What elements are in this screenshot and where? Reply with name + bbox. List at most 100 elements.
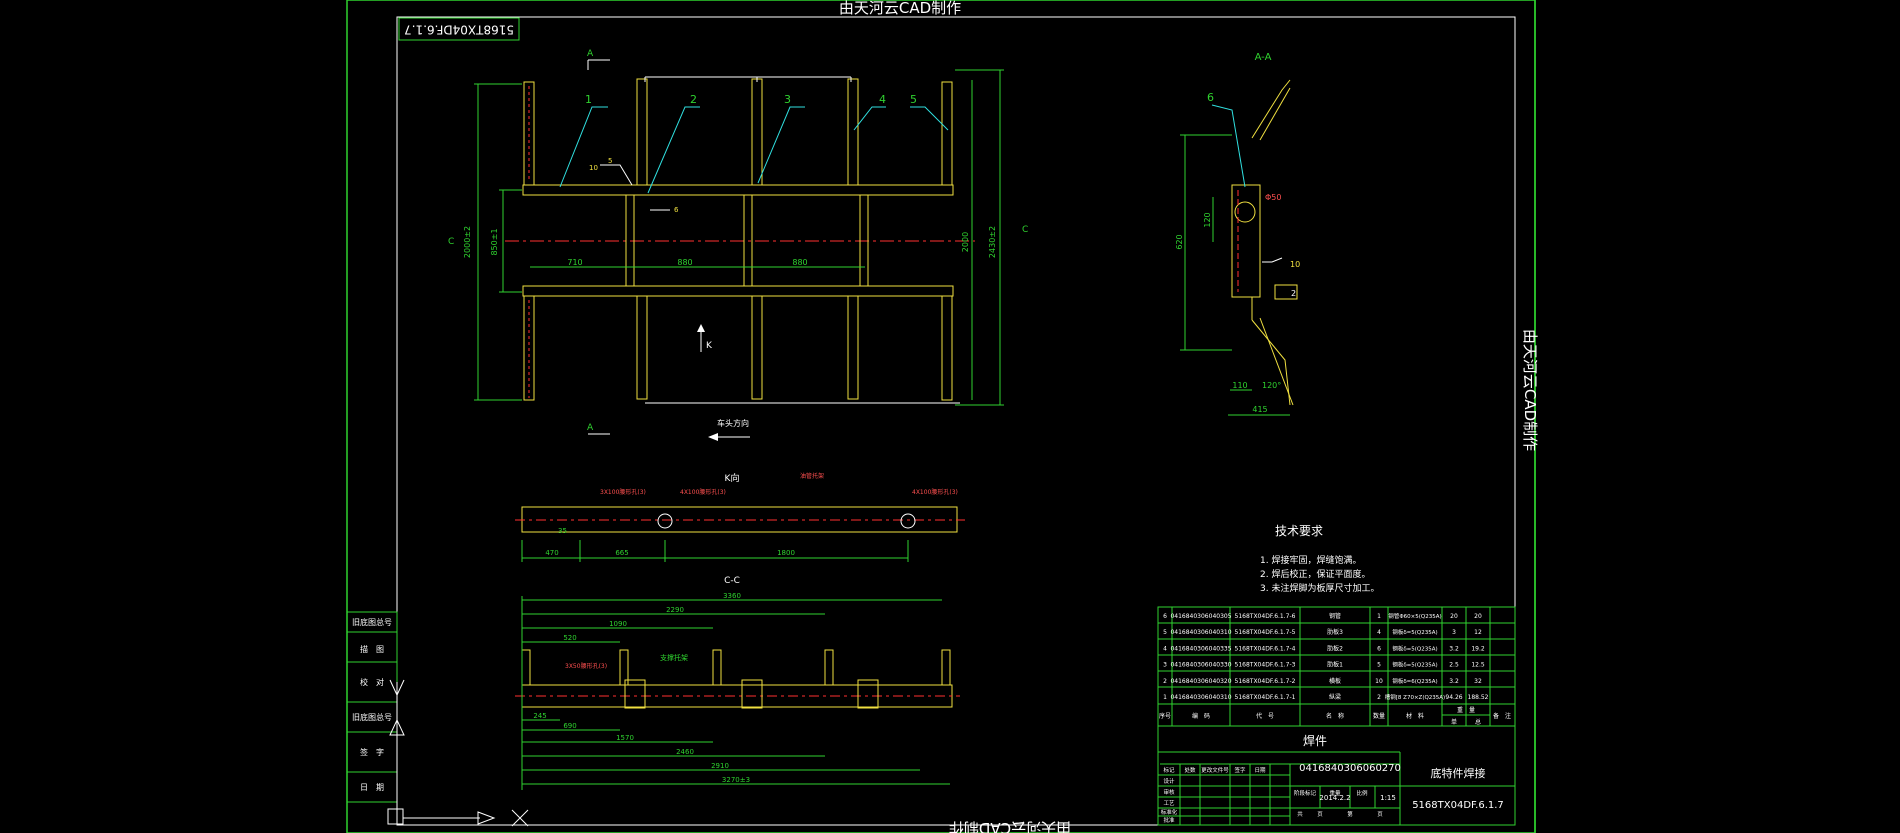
- bom-cell: 3: [1452, 629, 1456, 636]
- aa-dim-angle: 120°: [1262, 381, 1281, 390]
- bom-cell: 0416840306040335: [1170, 645, 1231, 652]
- aa-weld-10: 10: [1290, 260, 1300, 269]
- tech-requirements: 技术要求 1. 焊接牢固，焊缝饱满。 2. 焊后校正，保证平面度。 3. 未注焊…: [1260, 524, 1379, 594]
- callout-5: 5: [910, 93, 917, 106]
- k-note-4: 油管托架: [800, 472, 824, 480]
- title-block-label: 重量: [1329, 789, 1341, 797]
- bom-cell: 钢板δ=6(Q235A): [1392, 677, 1437, 685]
- k-note-2: 4X100腰形孔(3): [680, 488, 726, 496]
- aa-dim-h1: 620: [1175, 234, 1184, 249]
- bom-cell: 钢板δ=5(Q235A): [1392, 661, 1437, 669]
- title-drawing-no: 5168TX04DF.6.1.7: [1412, 800, 1504, 811]
- bom-header: 编 码: [1192, 712, 1210, 720]
- title-name: 焊件: [1303, 733, 1327, 748]
- k-dim-d1: 470: [545, 549, 558, 557]
- bom-cell: 5: [1377, 662, 1381, 669]
- plan-dim-d2: 880: [677, 258, 692, 267]
- section-aa-view: A-A 6 620 120 110 415 Φ50 120° 10: [1175, 52, 1300, 416]
- plan-dim-d1: 710: [567, 258, 582, 267]
- title-block: 焊件 0416840306060270 底特件焊接 5168TX04DF.6.1…: [1157, 725, 1516, 826]
- cc-title: C-C: [724, 576, 740, 586]
- bom-cell: 2.5: [1449, 662, 1459, 669]
- side-strip-label: 旧底图总号: [352, 617, 392, 627]
- bom-header-weight: 重 量: [1457, 706, 1475, 714]
- ucs-icon: [387, 808, 404, 825]
- bom-cell: 5: [1163, 629, 1167, 636]
- cc-dim-d10: 3270±3: [722, 776, 750, 784]
- cc-dim-d3: 1090: [609, 620, 627, 628]
- bom-cell: 32: [1474, 678, 1482, 685]
- section-cc-view: C-C 3360 2290 1090 520 245 690 1570: [515, 576, 960, 790]
- bom-cell: 槽钢[8 Z70×Z(Q235A): [1385, 693, 1445, 701]
- bom-cell: 3.2: [1449, 645, 1459, 652]
- bom-cell: 12: [1474, 629, 1482, 636]
- plan-dim-d3: 880: [792, 258, 807, 267]
- section-c-left: C: [448, 237, 454, 247]
- bom-cell: 6: [1377, 645, 1381, 652]
- bom-header: 材 料: [1406, 712, 1424, 720]
- bom-cell: 94.26: [1445, 694, 1462, 701]
- bom-cell: 钢板δ=5(Q235A): [1392, 644, 1437, 652]
- title-block-label: 日期: [1254, 767, 1266, 774]
- cc-dim-d4: 520: [563, 634, 576, 642]
- drawing-no-rotated: 5168TX04DF.6.1.7: [404, 23, 514, 37]
- plan-dim-h2: 850±1: [490, 228, 499, 255]
- k-dim-d3: 1800: [777, 549, 795, 557]
- bom-cell: 1: [1163, 694, 1167, 701]
- section-a-bottom: A: [587, 423, 594, 433]
- k-arrow-label: K: [706, 341, 713, 351]
- title-block-label: 标记: [1163, 766, 1175, 774]
- title-block-label: 批准: [1163, 816, 1175, 824]
- weld-note-1: 10: [589, 164, 598, 172]
- title-scale: 1:15: [1380, 794, 1396, 802]
- cc-note-1: 3X50腰形孔(3): [565, 662, 607, 670]
- title-block-label: 比例: [1356, 789, 1368, 797]
- callout-3: 3: [784, 93, 791, 106]
- aa-title: A-A: [1255, 52, 1272, 63]
- bom-cell: 20: [1450, 613, 1458, 620]
- cc-note-2: 支撑托架: [660, 653, 688, 662]
- cc-dim-d9: 2910: [711, 762, 729, 770]
- title-block-label: 共: [1297, 810, 1303, 818]
- bom-cell: 5168TX04DF.6.1.7-5: [1235, 629, 1296, 636]
- bom-cell: 0416840306040330: [1170, 662, 1231, 669]
- bom-cell: 4: [1377, 629, 1381, 636]
- title-block-label: 工艺: [1163, 800, 1175, 807]
- travel-direction: 车头方向: [717, 418, 749, 428]
- tech-item-3: 3. 未注焊脚为板厚尺寸加工。: [1260, 582, 1379, 594]
- title-block-label: 签字: [1234, 766, 1246, 774]
- bom-cell: 0416840306040310: [1170, 694, 1231, 701]
- bom-cell: 肋板3: [1327, 628, 1343, 636]
- aa-dim-w1: 110: [1232, 381, 1247, 390]
- aa-weld-2: 2: [1291, 289, 1296, 298]
- plan-dim-h3: 2000: [961, 232, 970, 252]
- bom-cell: 5168TX04DF.6.1.7-1: [1235, 694, 1296, 701]
- bom-header: 数量: [1373, 712, 1385, 720]
- section-a-top: A: [587, 49, 594, 59]
- plan-dim-h1: 2000±2: [463, 226, 472, 258]
- title-part-name: 底特件焊接: [1431, 766, 1486, 780]
- section-c-right: C: [1022, 225, 1028, 235]
- aa-dim-phi: Φ50: [1265, 193, 1281, 202]
- bom-cell: 5168TX04DF.6.1.7-3: [1235, 662, 1296, 669]
- bom-cell: 19.2: [1471, 645, 1485, 652]
- aa-dim-w2: 415: [1252, 405, 1267, 414]
- bom-header: 单: [1451, 718, 1457, 726]
- title-block-label: 设计: [1163, 777, 1175, 785]
- bom-cell: 钢管Φ60×5(Q235A): [1388, 612, 1441, 620]
- bom-header: 序号: [1159, 712, 1171, 720]
- bom-cell: 钢板δ=5(Q235A): [1392, 628, 1437, 636]
- plan-view: 2000±2 850±1 2000 2430±2 710 880 880 1 2…: [448, 49, 1028, 441]
- bom-header: 总: [1475, 718, 1481, 726]
- title-date: 2014.2.2: [1319, 794, 1350, 802]
- k-note-1: 3X100腰形孔(3): [600, 488, 646, 496]
- bom-cell: 1: [1377, 613, 1381, 620]
- title-block-label: 页: [1377, 811, 1383, 818]
- side-strip-label: 日 期: [360, 783, 384, 792]
- cc-dim-d5: 245: [533, 712, 546, 720]
- callout-6: 6: [1207, 91, 1214, 104]
- k-view-title: K向: [725, 472, 740, 484]
